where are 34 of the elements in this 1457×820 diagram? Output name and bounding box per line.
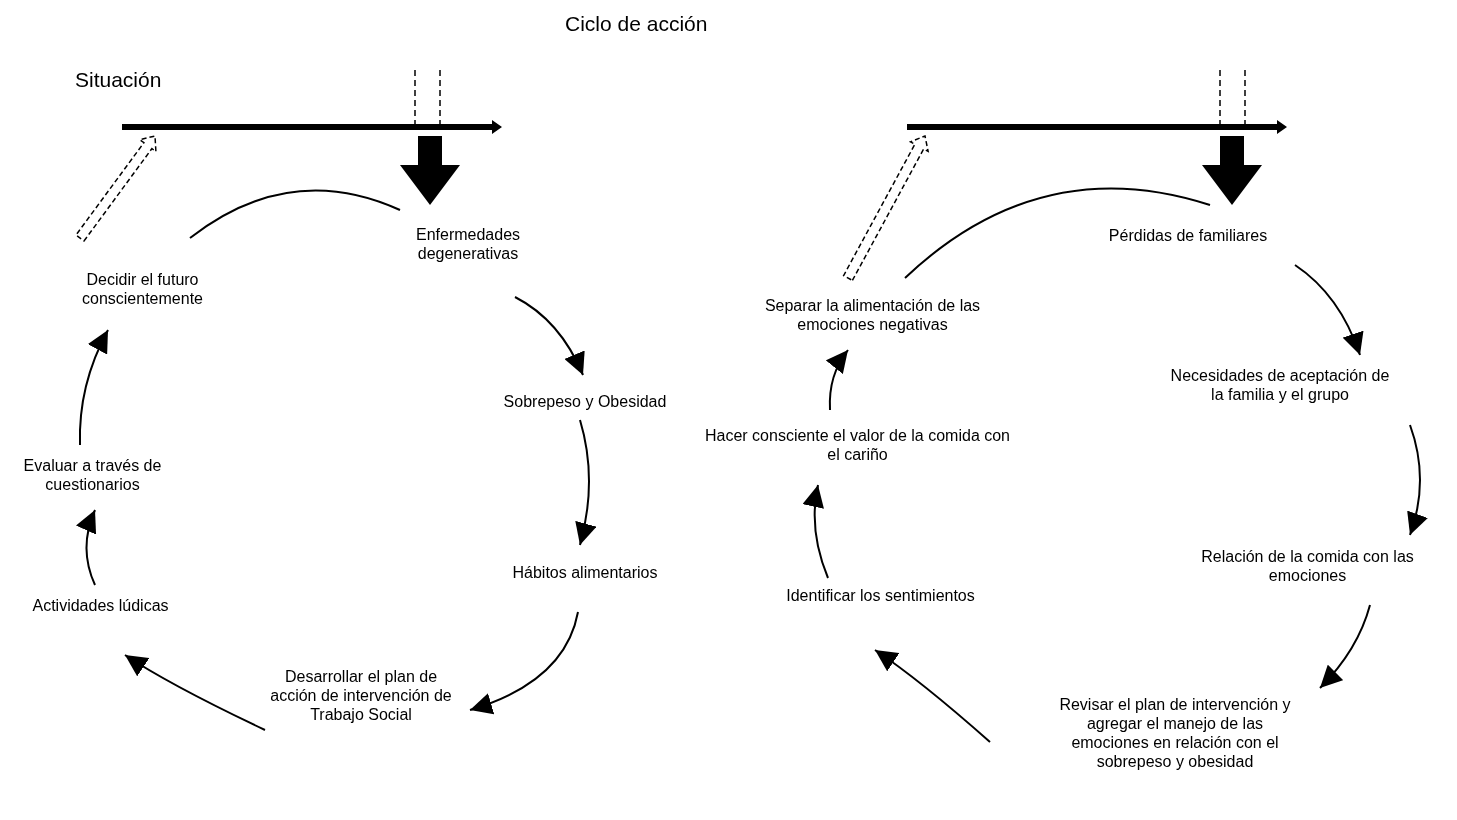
node-text: Evaluar a través de cuestionarios [22,456,163,494]
curved-arrow [78,329,109,446]
curved-arrow [76,509,97,586]
curved-arrow [514,296,585,376]
node-text: Revisar el plan de intervención y agregar el manejo de las emociones en relación con el sobrepeso y obesidad [1058,695,1292,771]
node-text: Relación de la comida con las emociones [1200,547,1415,585]
curved-arrow [826,349,849,411]
block-arrow [400,136,460,205]
curved-line [189,189,401,239]
curved-arrow [574,419,597,546]
curved-line [904,187,1211,279]
node-text: Separar la alimentación de las emociones negativas [763,296,982,334]
curved-arrow [469,611,579,714]
node-text: Necesidades de aceptación de la familia y el grupo [1170,366,1390,404]
node-text: Enfermedades degenerativas [414,225,522,263]
curved-arrow [874,649,991,743]
node-text: Sobrepeso y Obesidad [502,392,668,411]
curved-arrow [1294,264,1363,356]
node-text: Hábitos alimentarios [511,563,659,582]
node-text: Identificar los sentimientos [785,586,976,605]
node-text: Decidir el futuro conscientemente [81,270,204,308]
curved-arrow [124,654,266,731]
curved-arrow [1319,604,1371,689]
node-text: Desarrollar el plan de acción de intervención de Trabajo Social [269,667,453,724]
diagram-title: Ciclo de acción [565,12,708,36]
curved-arrow [1406,424,1428,536]
curved-arrow [803,484,829,579]
dashed-block-arrow [74,135,157,243]
dashed-block-arrow [842,134,930,282]
node-text: Pérdidas de familiares [1107,226,1269,245]
node-text: Hacer consciente el valor de la comida con el cariño [703,426,1011,464]
timeline-label: Situación [75,68,162,92]
block-arrow [1202,136,1262,205]
node-text: Actividades lúdicas [31,596,170,615]
